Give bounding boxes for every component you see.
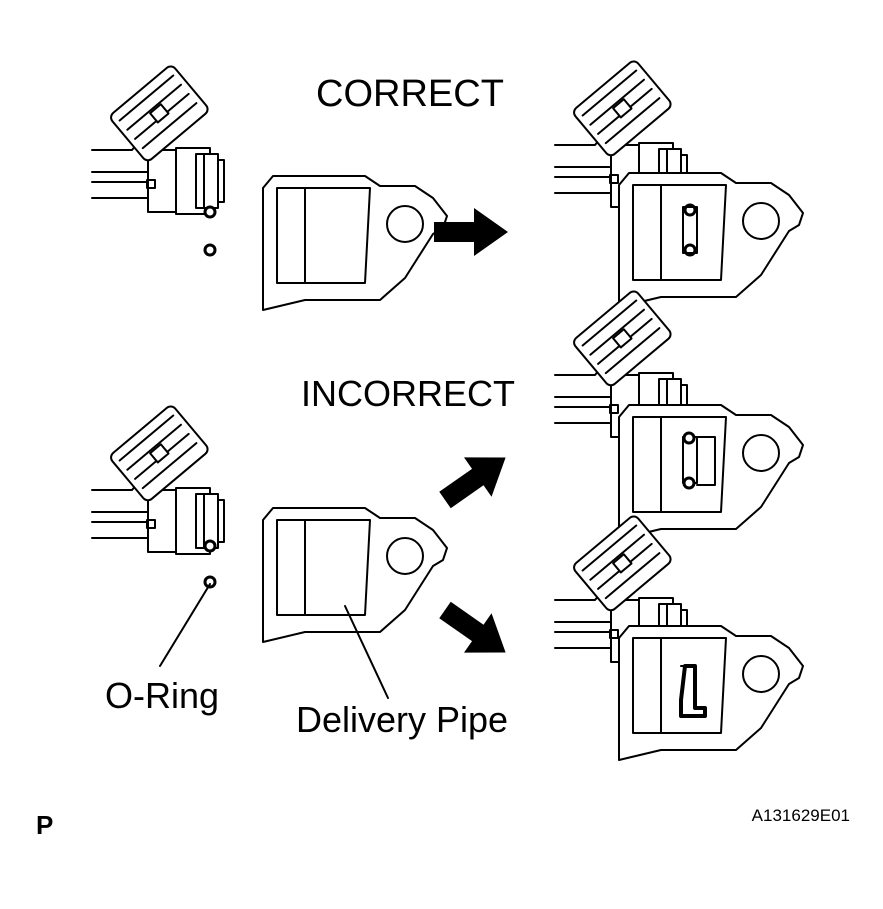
correct-heading: CORRECT: [316, 73, 504, 115]
correct-before-injector: [91, 63, 225, 257]
o-ring-label: O-Ring: [105, 675, 219, 716]
corner-letter: P: [36, 810, 53, 840]
delivery-pipe-label: Delivery Pipe: [296, 699, 508, 740]
incorrect-arrow-down: [431, 590, 520, 673]
figure-code: A131629E01: [752, 806, 850, 825]
incorrect-before-pipe: [262, 507, 448, 643]
incorrect-result-pinched: [554, 513, 804, 761]
correct-before-pipe: [262, 175, 448, 311]
incorrect-result-displaced: [554, 288, 804, 540]
incorrect-arrow-up: [431, 437, 520, 520]
correct-after-assembly: [554, 58, 804, 308]
incorrect-heading: INCORRECT: [301, 373, 515, 414]
o-ring-leader-line: [159, 583, 211, 667]
delivery-pipe-leader-line: [344, 605, 389, 699]
incorrect-before-injector: [91, 403, 225, 589]
